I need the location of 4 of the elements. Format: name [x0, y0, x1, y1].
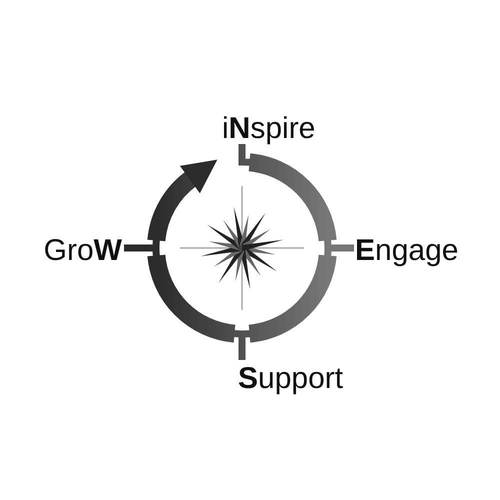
direction-label: iNspire: [222, 112, 316, 146]
direction-label: Support: [238, 362, 344, 396]
direction-label: GroW: [44, 234, 122, 268]
direction-label: Engage: [355, 234, 458, 268]
